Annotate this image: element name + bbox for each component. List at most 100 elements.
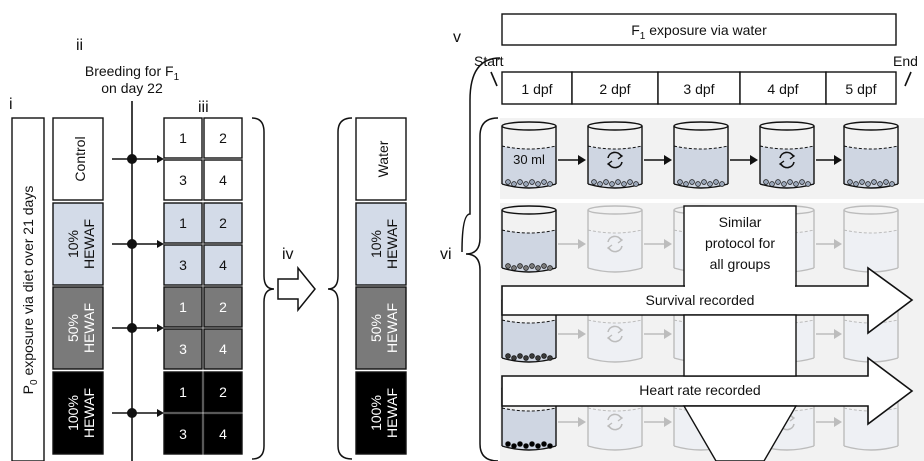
timeline-day-box — [825, 71, 897, 105]
f1-group-box — [355, 202, 407, 286]
embryo-dot — [763, 179, 769, 185]
embryo-dot — [517, 353, 523, 359]
embryo-dot — [541, 179, 547, 185]
embryo-dot — [523, 265, 529, 271]
beaker — [843, 121, 899, 189]
replicate-number: 4 — [219, 257, 227, 273]
p0-group-label: Control — [72, 136, 88, 181]
p0-group-box — [52, 371, 104, 455]
replicate-cell — [203, 286, 243, 328]
embryo-dot — [787, 179, 793, 185]
embryo-dot — [781, 181, 787, 187]
embryo-dot — [769, 181, 775, 187]
label-iv: iv — [282, 246, 294, 263]
embryo-dot — [853, 181, 859, 187]
end-marker-arrow — [904, 71, 912, 87]
embryo-dot — [793, 181, 799, 187]
embryo-dot — [889, 181, 895, 187]
f1-group-label: 100%HEWAF — [368, 388, 400, 438]
replicate-number: 1 — [179, 130, 187, 146]
replicate-cell — [163, 202, 203, 244]
breeding-arrowhead — [157, 155, 164, 163]
survival-label: Survival recorded — [646, 292, 755, 308]
heart-rate-label: Heart rate recorded — [639, 382, 760, 398]
note-box-lower — [683, 314, 797, 377]
label-ii: ii — [76, 37, 83, 54]
embryo-dot — [517, 263, 523, 269]
note-line-3: all groups — [710, 256, 771, 272]
embryo-dot — [511, 443, 517, 449]
embryo-dot — [529, 263, 535, 269]
replicate-number: 2 — [219, 130, 227, 146]
embryo-dot — [547, 265, 553, 271]
embryo-dot — [683, 181, 689, 187]
sequence-arrowhead — [664, 417, 672, 427]
replicate-number: 3 — [179, 257, 187, 273]
sequence-arrowhead — [578, 239, 586, 249]
breeding-arrowhead — [157, 240, 164, 248]
p0-exposure-box — [11, 117, 45, 461]
label-vi: vi — [440, 246, 452, 263]
sequence-arrowhead — [578, 155, 586, 165]
sequence-arrowhead — [834, 417, 842, 427]
p0-group-box — [52, 117, 104, 201]
timeline-day-label: 2 dpf — [599, 81, 630, 97]
heart-rate-arrow: Heart rate recorded — [501, 356, 914, 426]
beaker — [673, 121, 729, 189]
timeline-end-label: End — [893, 53, 918, 69]
transfer-arrow — [277, 265, 316, 313]
embryo-dot — [523, 181, 529, 187]
beaker — [587, 383, 643, 451]
p0-group-box — [52, 286, 104, 370]
beaker — [501, 295, 557, 363]
f1-title: F1 exposure via water — [631, 22, 767, 42]
replicate-cell — [163, 328, 203, 370]
embryo-dot — [523, 355, 529, 361]
embryo-dot — [627, 179, 633, 185]
embryo-dot — [505, 441, 511, 447]
embryo-dot — [621, 181, 627, 187]
embryo-dot — [609, 181, 615, 187]
embryo-dot — [677, 179, 683, 185]
note-line-1: Similar — [719, 214, 762, 230]
timeline-day-box — [739, 71, 827, 105]
replicate-number: 3 — [179, 172, 187, 188]
embryo-dot — [689, 179, 695, 185]
embryo-dot — [505, 263, 511, 269]
embryo-dot — [603, 179, 609, 185]
replicate-cell — [163, 117, 203, 159]
replicate-cell — [163, 159, 203, 201]
start-marker-arrow — [490, 71, 498, 87]
replicate-number: 1 — [179, 215, 187, 231]
embryo-dot — [541, 353, 547, 359]
note-box — [683, 205, 797, 287]
beaker — [587, 121, 643, 189]
sequence-arrowhead — [578, 417, 586, 427]
breeding-arrowhead — [157, 324, 164, 332]
embryo-dot — [707, 181, 713, 187]
f1-group-label: 50%HEWAF — [368, 303, 400, 353]
beaker — [759, 121, 815, 189]
embryo-dot — [511, 265, 517, 271]
replicate-number: 4 — [219, 426, 227, 442]
embryo-dot — [517, 441, 523, 447]
replicate-number: 1 — [179, 384, 187, 400]
embryo-dot — [847, 179, 853, 185]
beaker-volume-label: 30 ml — [513, 152, 545, 167]
label-iii: iii — [198, 99, 209, 116]
embryo-dot — [865, 181, 871, 187]
f1-group-box — [355, 117, 407, 201]
timeline-start-label: Start — [474, 53, 504, 69]
replicate-cell — [163, 413, 203, 455]
embryo-dot — [775, 179, 781, 185]
replicate-number: 3 — [179, 426, 187, 442]
timeline-day-label: 5 dpf — [845, 81, 876, 97]
embryo-dot — [591, 179, 597, 185]
embryo-dot — [535, 265, 541, 271]
p0-group-label: 10%HEWAF — [65, 219, 97, 269]
replicate-cell — [203, 159, 243, 201]
sequence-arrowhead — [834, 329, 842, 339]
replicate-cell — [203, 202, 243, 244]
